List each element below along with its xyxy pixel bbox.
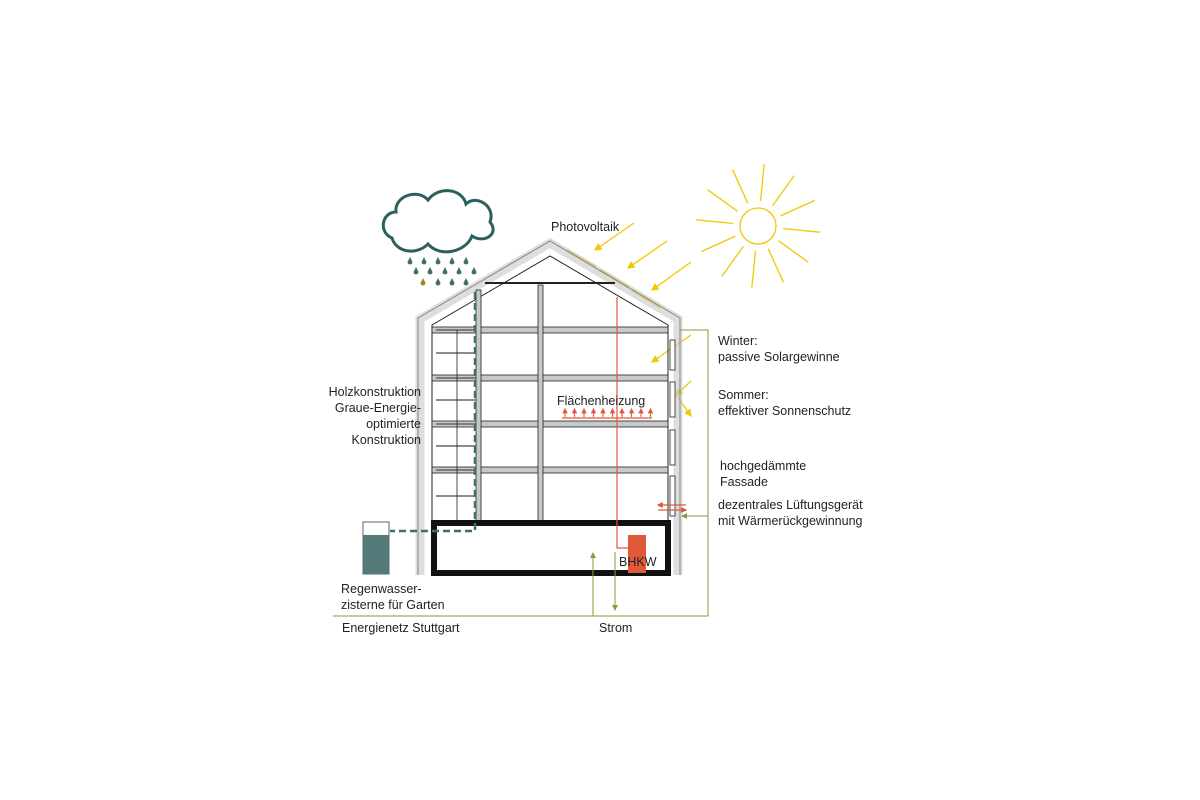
- facade-window: [669, 429, 676, 466]
- label-strom: Strom: [599, 621, 632, 635]
- label-holz-2: Graue-Energie-: [335, 401, 421, 415]
- sun-ray: [696, 219, 734, 225]
- rain-drop: [449, 257, 455, 265]
- label-bhkw: BHKW: [619, 555, 657, 569]
- label-holz-3: optimierte: [366, 417, 421, 431]
- label-sommer-title: Sommer:: [718, 388, 769, 402]
- label-sommer-text: effektiver Sonnenschutz: [718, 404, 851, 418]
- rain-drop: [463, 257, 469, 265]
- floor-slab: [431, 374, 669, 382]
- rain-drop: [420, 278, 426, 286]
- label-zisterne-1: Regenwasser-: [341, 582, 422, 596]
- floor-slab: [431, 420, 669, 428]
- label-zisterne-2: zisterne für Garten: [341, 598, 445, 612]
- sun-ray: [731, 169, 749, 204]
- interior-wall: [537, 284, 544, 524]
- heating-system: [562, 297, 688, 573]
- rain-drop: [421, 257, 427, 265]
- rainwater-system: [362, 292, 477, 575]
- label-winter-text: passive Solargewinne: [718, 350, 840, 364]
- floor-slab: [431, 466, 669, 474]
- label-winter-title: Winter:: [718, 334, 758, 348]
- rain-drop: [413, 267, 419, 275]
- sun-ray: [707, 189, 739, 212]
- rain-drop: [456, 267, 462, 275]
- rain-drop: [442, 267, 448, 275]
- facade-window: [669, 339, 676, 371]
- rain-drop: [463, 278, 469, 286]
- building-section: [415, 237, 683, 576]
- electricity-grid-lines: [333, 329, 709, 617]
- label-lueftung-1: dezentrales Lüftungsgerät: [718, 498, 863, 512]
- label-lueftung-2: mit Wärmerückgewinnung: [718, 514, 863, 528]
- sun-ray: [701, 235, 736, 253]
- label-fassade-2: Fassade: [720, 475, 768, 489]
- label-energienetz: Energienetz Stuttgart: [342, 621, 460, 635]
- label-holz-1: Holzkonstruktion: [329, 385, 421, 399]
- sun-ray: [721, 245, 744, 277]
- rain-drop: [407, 257, 413, 265]
- sun-icon: [696, 164, 820, 288]
- label-flaechenheizung: Flächenheizung: [557, 394, 645, 408]
- facade-window: [669, 475, 676, 517]
- cloud-rain-icon: [381, 189, 495, 286]
- rain-drop: [471, 267, 477, 275]
- sun-ray: [759, 164, 765, 202]
- sun-ray: [777, 240, 809, 263]
- rain-drop: [435, 278, 441, 286]
- rain-drop: [435, 257, 441, 265]
- rain-drop: [427, 267, 433, 275]
- label-fassade-1: hochgedämmte: [720, 459, 806, 473]
- facade-window: [669, 381, 676, 418]
- sun-ray: [780, 199, 815, 217]
- rain-drop: [449, 278, 455, 286]
- label-photovoltaik: Photovoltaik: [551, 220, 620, 234]
- sun-ray: [772, 175, 795, 207]
- label-holz-4: Konstruktion: [352, 433, 422, 447]
- sun-ray: [751, 250, 757, 288]
- sun-ray: [767, 248, 785, 283]
- interior-wall: [475, 289, 482, 524]
- sun-ray: [782, 227, 820, 233]
- floor-slab: [431, 326, 669, 334]
